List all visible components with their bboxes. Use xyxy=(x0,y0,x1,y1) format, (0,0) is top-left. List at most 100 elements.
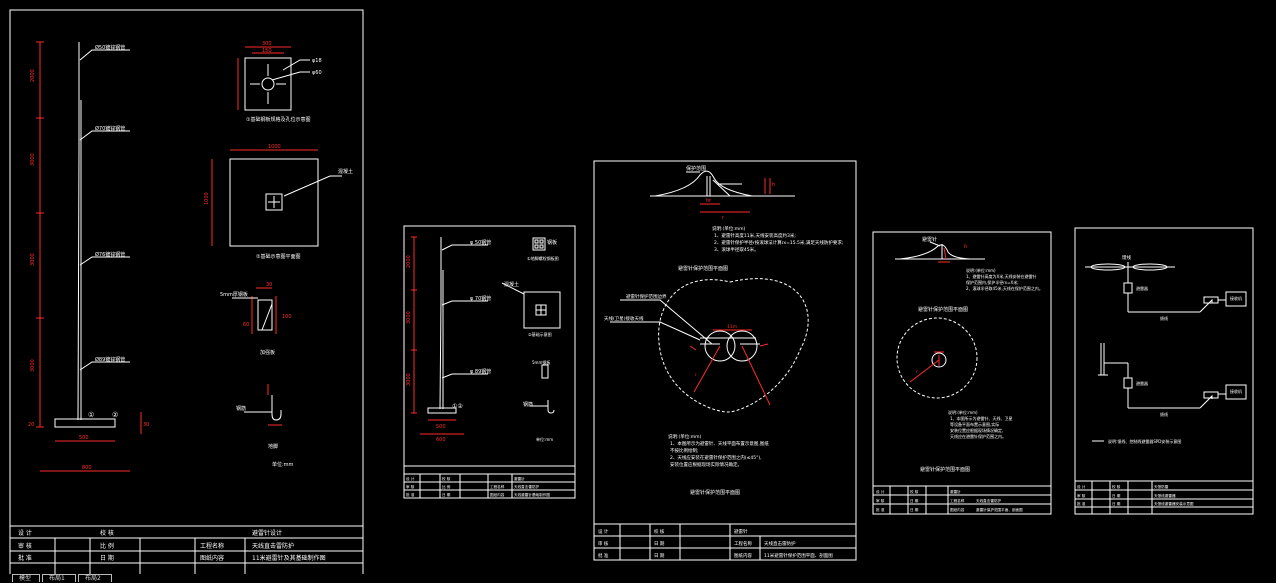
s4-note-top-0: 说明:(单位:mm) xyxy=(966,267,996,273)
s2-rib: 5mm钢板 xyxy=(532,359,550,365)
rib-caption: 加强板 xyxy=(260,349,275,356)
sheet-1-title-cell: 校 核 xyxy=(100,529,114,537)
sheet-5: 馈线 避雷器 接收机 馈线 避雷器 接收机 馈线 说明:馈线、控制线避雷器SPD… xyxy=(1074,227,1254,515)
s4-note-bot-3: 安装位置应根据现场情况确定, xyxy=(950,427,1003,433)
sheet-5-title-cell: 批 准 xyxy=(1077,501,1086,506)
dim-h3: 3000 xyxy=(30,253,36,266)
square-caption: ②基础示意图平面图 xyxy=(256,253,300,260)
s2-scale: 单位:mm xyxy=(536,436,553,442)
sheet-5-title-cell: 天馈防雷 xyxy=(1154,484,1169,489)
s3-bottom-title: 避雷针保护范围平面图 xyxy=(690,489,740,496)
hook-detail xyxy=(244,384,282,426)
s3-note-bot-2: 不按比例绘制; xyxy=(670,447,699,454)
rib-dim-1: 60 xyxy=(243,322,249,328)
sheet-2-frame xyxy=(403,225,576,499)
s5-dev1: 接收机 xyxy=(1230,295,1242,301)
sheet-3-title-cell: 避雷针 xyxy=(734,528,748,535)
tab-layout-2[interactable]: 布局2 xyxy=(78,574,112,582)
layout-tab-bar: 模型 布局1 布局2 xyxy=(0,574,1276,583)
sheet-4-title-cell: 工程名称 xyxy=(950,498,965,503)
sheet-1-title-cell: 日 期 xyxy=(100,554,114,562)
sheet-2-title-cell: 审 核 xyxy=(406,484,415,489)
sheet-2-title-cell: 避雷针 xyxy=(514,476,525,481)
sheet-5-title-block xyxy=(1075,480,1253,514)
sheet-5-title-cell: 校 核 xyxy=(1112,484,1121,489)
tab-model[interactable]: 模型 xyxy=(12,574,40,582)
sheet-2-title-cell: 天线直击雷防护 xyxy=(514,484,540,489)
sheet-5-frame xyxy=(1074,227,1254,515)
rib-detail xyxy=(232,287,277,334)
sheet-2-title-cell: 设 计 xyxy=(406,476,415,481)
s2-callout-2: φ 70钢管 xyxy=(470,295,491,302)
s5-w2: 馈线 xyxy=(1160,411,1168,417)
sheet-5-title-cell: 天馈线避雷器 xyxy=(1154,493,1176,498)
s3-note-top-3: 3、滚球半径取45米。 xyxy=(714,246,759,253)
s4-note-bot-0: 说明:(单位:mm) xyxy=(948,409,978,415)
sheet-3-frame xyxy=(593,160,857,561)
plate-label-1: φ18 xyxy=(312,58,322,64)
s5-note: 说明:馈线、控制线避雷器SPD安装示意图 xyxy=(1108,438,1181,444)
sheet-3-title-cell: 日 期 xyxy=(654,541,665,547)
sheet-1-title-cell: 设 计 xyxy=(18,529,32,537)
rib-note: 5mm厚钢板 xyxy=(220,291,248,298)
dim-h4: 3000 xyxy=(30,359,36,372)
s3-plan xyxy=(610,278,809,413)
sheet-3-title-cell: 日 期 xyxy=(654,553,665,559)
s3-note-bot-4: 安装位置应根据现场实际情况确定。 xyxy=(670,461,742,468)
sheet-3-title-cell: 审 核 xyxy=(598,540,609,547)
s5-w1: 馈线 xyxy=(1160,315,1168,321)
s3-section xyxy=(650,170,795,213)
hook-caption: 地脚 xyxy=(268,443,278,450)
sheet-4-title-cell: 设 计 xyxy=(876,489,885,494)
s3-plan-c2: r xyxy=(695,372,697,378)
base-plate-detail xyxy=(237,46,310,111)
sheet-4-title-cell: 图纸内容 xyxy=(950,507,965,512)
rib-dim-3: 30 xyxy=(266,282,272,288)
s3-note-bot-3: 2、天线应安装在避雷针保护范围之内(≤45°), xyxy=(670,454,762,461)
s3-notes-bottom: 说明:(单位:mm) 1、本图所示为避雷针、天线平面布置示意图,图纸 不按比例绘… xyxy=(668,433,769,468)
s2-sq1: 钢板 xyxy=(547,239,557,246)
s5-circuit xyxy=(1085,262,1247,442)
sheet-2-title-cell: 图纸内容 xyxy=(490,492,505,497)
sheet-1-frame xyxy=(9,9,364,577)
s3-plan-c1: 11m xyxy=(727,324,737,330)
tab-layout-1[interactable]: 布局1 xyxy=(42,574,76,582)
sheet-1-title-cell: 审 核 xyxy=(18,542,32,550)
sheet-4-title-cell: 天线直击雷防护 xyxy=(976,498,1002,503)
sheet-4-title-cell: 批 准 xyxy=(876,507,885,512)
s4-note-top-2: 保护范围内,保护半径rx=X米; xyxy=(966,279,1019,285)
sheet-1: 2000 3000 3000 3000 500 800 20 30 Ø50镀锌钢… xyxy=(9,9,364,577)
sheet-2-title-cell: 校 核 xyxy=(442,476,451,481)
sheet-2-title-cell: 批 准 xyxy=(406,492,415,497)
sheet-3-title-cell: 批 准 xyxy=(598,552,609,559)
sheet-2-title-cell: 天线避雷针基础制作图 xyxy=(514,492,550,497)
sheet-2-title-cell: 比 例 xyxy=(442,484,451,489)
plate-caption: ①基础钢板规格及孔位示意图 xyxy=(246,116,310,123)
s4-notes-bottom: 说明:(单位:mm) 1、本图所示为避雷针、天线、卫星 等设备平面布置示意图,实… xyxy=(948,409,1013,439)
s4-cone-label: 避雷针 xyxy=(922,236,937,243)
dim-w1: 500 xyxy=(79,435,89,441)
s2-details xyxy=(501,237,561,414)
s4-note-bot-4: 天线应在避雷针保护范围之内。 xyxy=(950,433,1006,439)
s3-plan-l1: 避雷针保护范围边界 xyxy=(626,293,667,300)
sheet-1-title-block xyxy=(10,525,363,576)
s4-plan xyxy=(896,317,978,399)
s3-note-bot-1: 1、本图所示为避雷针、天线平面布置示意图,图纸 xyxy=(670,440,769,447)
s3-note-top-2: 2、避雷针保护半径r按滚球法计算rx=15.5米,满足天线防护要求; xyxy=(714,239,843,246)
callout-c1: Ø50镀锌钢管 xyxy=(95,44,125,51)
s4-note-bot-1: 1、本图所示为避雷针、天线、卫星 xyxy=(950,415,1013,421)
sheet-1-title-cell: 批 准 xyxy=(18,554,32,562)
sheet-3-title-cell: 天线直击雷防护 xyxy=(764,540,796,547)
callout-c2: Ø70镀锌钢管 xyxy=(95,125,125,132)
callout-c3: Ø76镀锌钢管 xyxy=(95,251,125,258)
s2-callout-3: φ 89钢管 xyxy=(470,368,491,375)
sheet-2: 2000 3000 3000 500 600 φ 50钢管 φ 70钢管 φ 8… xyxy=(403,225,576,499)
sheet-4-title-cell: 避雷针保护范围平面、剖面图 xyxy=(976,507,1023,512)
sheet-3-title-cell: 校 核 xyxy=(654,528,665,535)
sheet-4-frame xyxy=(872,231,1052,515)
s2-dim-h2: 3000 xyxy=(406,311,412,324)
callout-c4: Ø89镀锌钢管 xyxy=(95,356,125,363)
sheet-1-title-cell: 天线直击雷防护 xyxy=(252,542,294,550)
plate-label-2: φ60 xyxy=(312,70,322,76)
